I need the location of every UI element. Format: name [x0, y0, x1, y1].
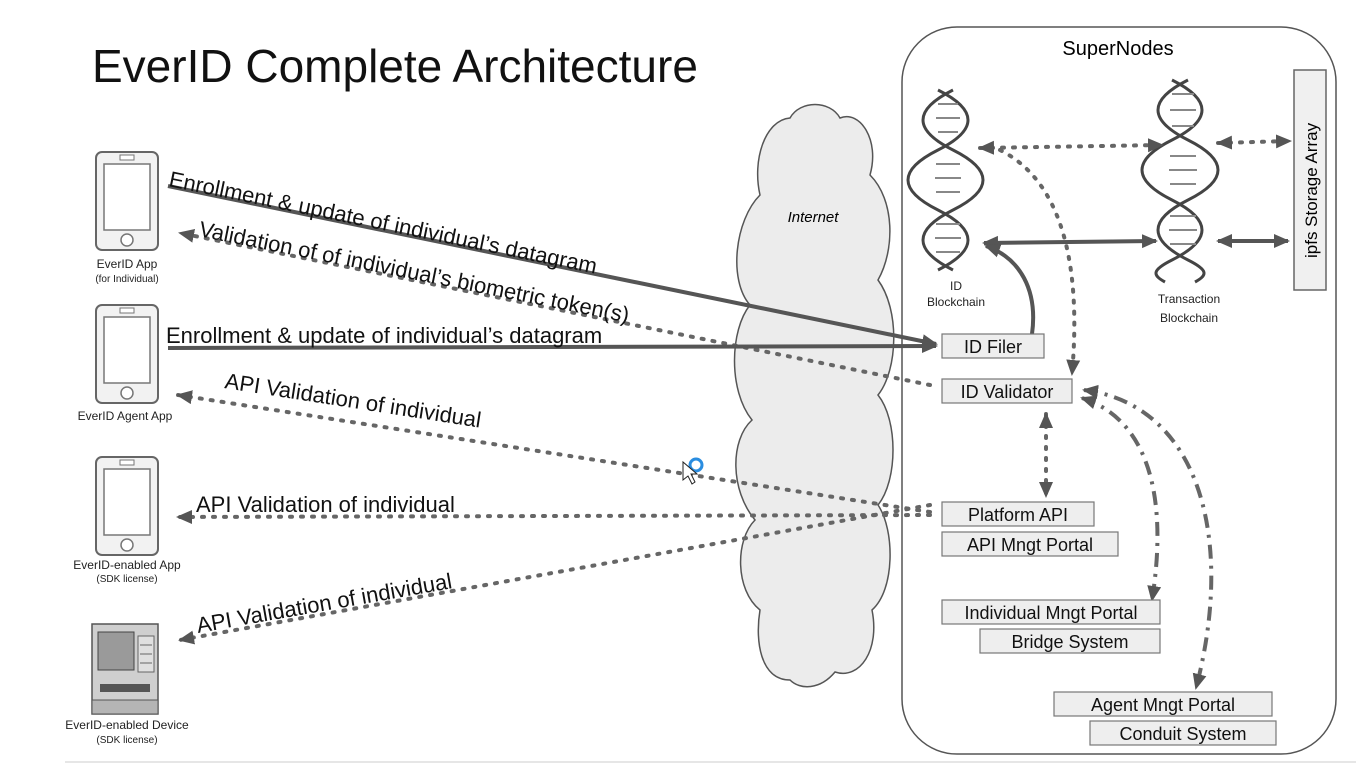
client-sublabel: (SDK license): [96, 574, 157, 585]
id-blockchain-label: Blockchain: [927, 295, 985, 309]
bridge-system-label: Bridge System: [1011, 632, 1128, 652]
id-blockchain-helix: [906, 88, 985, 272]
individual-mngt-portal-label: Individual Mngt Portal: [964, 603, 1137, 623]
page-title: EverID Complete Architecture: [92, 40, 698, 92]
validation-arrow: [178, 228, 932, 387]
conduit-system-label: Conduit System: [1119, 724, 1246, 744]
tx-ipfs-dotted-arrow: [1216, 134, 1292, 150]
transaction-blockchain-helix: [1140, 78, 1220, 284]
client-label: EverID-enabled App: [73, 558, 181, 572]
platform-api-box: [941, 501, 1095, 527]
transaction-blockchain-label: Transaction: [1158, 292, 1220, 306]
client-label: EverID Agent App: [78, 409, 173, 423]
internet-cloud: Internet: [733, 103, 895, 688]
id-tx-solid-arrow: [982, 234, 1158, 250]
id-validator-label: ID Validator: [961, 382, 1054, 402]
client-everid-agent-app: EverID Agent App: [78, 304, 173, 423]
filer-to-id-blockchain-arrow: [984, 244, 1036, 335]
flow-label-enroll-2: Enrollment & update of individual’s data…: [166, 323, 602, 348]
client-sublabel: (SDK license): [96, 735, 157, 746]
client-sublabel: (for Individual): [95, 274, 158, 285]
individual-mngt-portal-box: [941, 599, 1161, 625]
id-tx-dotted-arrow: [978, 138, 1164, 155]
client-label: EverID App: [97, 257, 158, 271]
internet-label: Internet: [788, 209, 840, 226]
transaction-blockchain-label: Blockchain: [1160, 311, 1218, 325]
conduit-system-box: [1089, 720, 1277, 746]
id-blockchain-label: ID: [950, 279, 962, 293]
id-validator-box: [941, 378, 1073, 404]
api-mngt-portal-label: API Mngt Portal: [967, 535, 1093, 555]
api-arrow-2: [176, 509, 932, 524]
ipfs-storage-box: [1293, 69, 1327, 291]
enroll-arrow-1: [167, 184, 938, 349]
flow-label-api-2: API Validation of individual: [196, 492, 455, 517]
mouse-cursor-icon: [682, 457, 704, 485]
client-everid-enabled-app: EverID-enabled App (SDK license): [73, 456, 181, 585]
enroll-arrow-2: [167, 339, 938, 354]
validator-agent-portal-arrow: [1082, 384, 1214, 690]
bridge-system-box: [979, 628, 1161, 654]
platform-api-label: Platform API: [968, 505, 1068, 525]
agent-mngt-portal-label: Agent Mngt Portal: [1091, 695, 1235, 715]
ipfs-storage-label: ipfs Storage Array: [1302, 122, 1321, 258]
client-label: EverID-enabled Device: [65, 718, 189, 732]
agent-mngt-portal-box: [1053, 691, 1273, 717]
api-mngt-portal-box: [941, 531, 1119, 557]
id-filer-box: [941, 333, 1045, 359]
flow-label-api-3: API Validation of individual: [195, 568, 454, 638]
supernodes-label: SuperNodes: [1062, 38, 1173, 60]
id-filer-label: ID Filer: [964, 337, 1022, 357]
client-everid-app: EverID App (for Individual): [95, 151, 159, 285]
client-everid-enabled-device: EverID-enabled Device (SDK license): [65, 623, 189, 746]
id-blockchain-to-validator-arrow: [998, 148, 1081, 376]
